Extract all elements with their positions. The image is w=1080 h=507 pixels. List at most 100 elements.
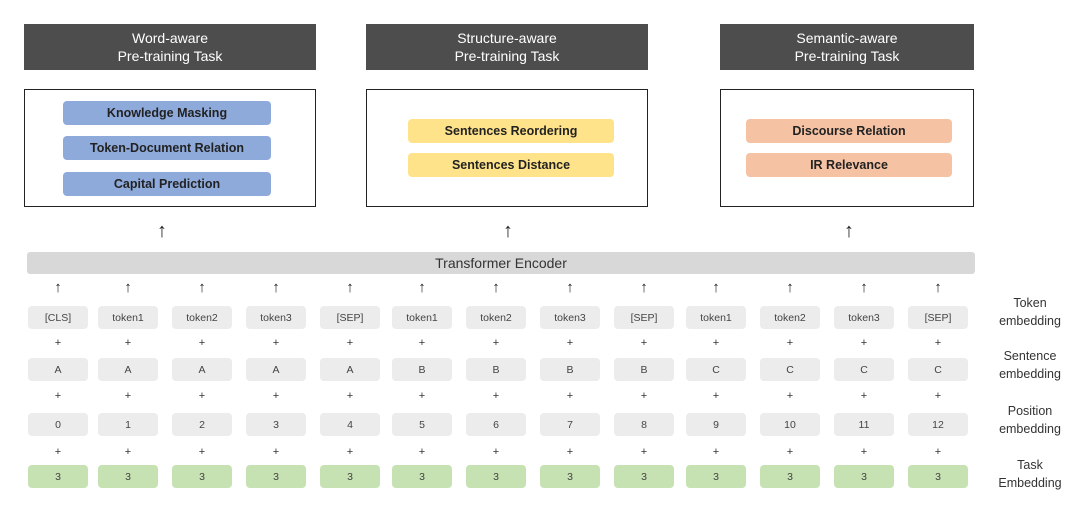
- position-embedding-cell: 2: [172, 413, 232, 436]
- transformer-encoder: Transformer Encoder: [27, 252, 975, 274]
- word-aware-subtitle: Pre-training Task: [117, 48, 223, 64]
- task-embedding-cell: 3: [466, 465, 526, 488]
- plus-sign: +: [640, 446, 648, 458]
- position-embedding-cell: 3: [246, 413, 306, 436]
- row-label-task-embedding: Task Embedding: [985, 456, 1075, 492]
- position-embedding-cell: 11: [834, 413, 894, 436]
- plus-sign: +: [712, 390, 720, 402]
- sentence-embedding-cell: C: [686, 358, 746, 381]
- token-embedding-cell: token3: [246, 306, 306, 329]
- sentence-embedding-cell: C: [908, 358, 968, 381]
- plus-sign: +: [860, 337, 868, 349]
- plus-sign: +: [198, 446, 206, 458]
- row-label-token-line2: embedding: [999, 314, 1061, 328]
- word-aware-task-box: Knowledge Masking Token-Document Relatio…: [24, 89, 316, 207]
- sentence-embedding-cell: B: [392, 358, 452, 381]
- plus-sign: +: [566, 390, 574, 402]
- task-embedding-cell: 3: [540, 465, 600, 488]
- plus-sign: +: [54, 337, 62, 349]
- plus-sign: +: [566, 446, 574, 458]
- task-item-capital-prediction: Capital Prediction: [63, 172, 271, 196]
- token-embedding-cell: token1: [98, 306, 158, 329]
- row-label-sentence-line2: embedding: [999, 367, 1061, 381]
- plus-sign: +: [124, 390, 132, 402]
- column-arrow-9: ↑: [712, 279, 720, 296]
- position-embedding-cell: 6: [466, 413, 526, 436]
- plus-sign: +: [418, 446, 426, 458]
- task-embedding-cell: 3: [686, 465, 746, 488]
- row-label-token-embedding: Token embedding: [985, 294, 1075, 330]
- sentence-embedding-cell: C: [760, 358, 820, 381]
- column-arrow-6: ↑: [492, 279, 500, 296]
- word-aware-title: Word-aware: [132, 30, 208, 46]
- sentence-embedding-cell: A: [98, 358, 158, 381]
- plus-sign: +: [198, 390, 206, 402]
- task-embedding-cell: 3: [320, 465, 380, 488]
- sentence-embedding-cell: A: [320, 358, 380, 381]
- row-label-position-line2: embedding: [999, 422, 1061, 436]
- semantic-aware-task-header: Semantic-aware Pre-training Task: [720, 24, 974, 70]
- plus-sign: +: [346, 390, 354, 402]
- plus-sign: +: [418, 337, 426, 349]
- plus-sign: +: [786, 390, 794, 402]
- row-label-token-line1: Token: [1013, 296, 1047, 310]
- token-embedding-cell: [SEP]: [320, 306, 380, 329]
- position-embedding-cell: 4: [320, 413, 380, 436]
- plus-sign: +: [786, 446, 794, 458]
- sentence-embedding-cell: A: [172, 358, 232, 381]
- task-item-discourse-relation: Discourse Relation: [746, 119, 952, 143]
- task-item-knowledge-masking: Knowledge Masking: [63, 101, 271, 125]
- plus-sign: +: [712, 337, 720, 349]
- plus-sign: +: [492, 337, 500, 349]
- task-embedding-cell: 3: [760, 465, 820, 488]
- plus-sign: +: [346, 446, 354, 458]
- position-embedding-cell: 0: [28, 413, 88, 436]
- task-item-sentences-reordering: Sentences Reordering: [408, 119, 614, 143]
- plus-sign: +: [54, 446, 62, 458]
- token-embedding-cell: token2: [172, 306, 232, 329]
- column-arrow-11: ↑: [860, 279, 868, 296]
- column-arrow-5: ↑: [418, 279, 426, 296]
- task-item-token-document-relation: Token-Document Relation: [63, 136, 271, 160]
- plus-sign: +: [860, 446, 868, 458]
- plus-sign: +: [640, 337, 648, 349]
- token-embedding-cell: [SEP]: [614, 306, 674, 329]
- token-embedding-cell: [SEP]: [908, 306, 968, 329]
- row-label-sentence-embedding: Sentence embedding: [985, 347, 1075, 383]
- task-embedding-cell: 3: [98, 465, 158, 488]
- sentence-embedding-cell: A: [246, 358, 306, 381]
- token-embedding-cell: token2: [760, 306, 820, 329]
- plus-sign: +: [124, 446, 132, 458]
- plus-sign: +: [492, 390, 500, 402]
- task-item-ir-relevance: IR Relevance: [746, 153, 952, 177]
- column-arrow-7: ↑: [566, 279, 574, 296]
- plus-sign: +: [786, 337, 794, 349]
- token-embedding-cell: token1: [686, 306, 746, 329]
- position-embedding-cell: 7: [540, 413, 600, 436]
- column-arrow-10: ↑: [786, 279, 794, 296]
- task-embedding-cell: 3: [908, 465, 968, 488]
- plus-sign: +: [712, 446, 720, 458]
- plus-sign: +: [54, 390, 62, 402]
- plus-sign: +: [934, 337, 942, 349]
- column-arrow-2: ↑: [198, 279, 206, 296]
- structure-aware-title: Structure-aware: [457, 30, 557, 46]
- column-arrow-0: ↑: [54, 279, 62, 296]
- column-arrow-1: ↑: [124, 279, 132, 296]
- structure-aware-subtitle: Pre-training Task: [454, 48, 560, 64]
- arrow-to-structure-aware: ↑: [503, 220, 513, 242]
- arrow-to-word-aware: ↑: [157, 220, 167, 242]
- structure-aware-task-box: Sentences Reordering Sentences Distance: [366, 89, 648, 207]
- plus-sign: +: [198, 337, 206, 349]
- plus-sign: +: [492, 446, 500, 458]
- row-label-task-line2: Embedding: [998, 476, 1062, 490]
- task-item-sentences-distance: Sentences Distance: [408, 153, 614, 177]
- token-embedding-cell: token2: [466, 306, 526, 329]
- plus-sign: +: [272, 446, 280, 458]
- task-embedding-cell: 3: [28, 465, 88, 488]
- row-label-position-embedding: Position embedding: [985, 402, 1075, 438]
- plus-sign: +: [860, 390, 868, 402]
- row-label-sentence-line1: Sentence: [1003, 349, 1057, 363]
- sentence-embedding-cell: B: [466, 358, 526, 381]
- token-embedding-cell: token3: [834, 306, 894, 329]
